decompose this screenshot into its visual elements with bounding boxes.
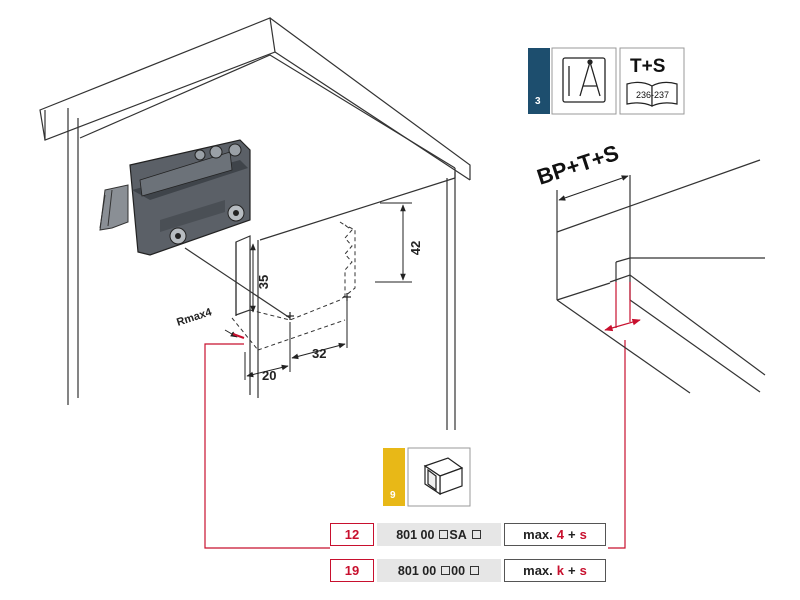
article-code-cell: 801 00 00 [377,559,501,582]
quantity-cell: 19 [330,559,374,582]
table-row: 12 801 00 SA max. 4 + s [330,523,606,546]
offset-marker [604,282,641,332]
fixing-points [286,293,351,320]
max-value-a: 4 [556,527,565,542]
placeholder-box-icon [441,566,451,575]
badge-9-number: 9 [390,490,396,501]
placeholder-box-icon [470,566,480,575]
bracket-part-icon [423,457,464,496]
mounting-bracket-icon [99,139,251,256]
max-label: max. [523,527,553,542]
badge-3-bar [528,48,550,114]
part-badge: 9 [383,447,471,507]
plus-sign: + [568,527,576,542]
radius-marker [224,329,245,339]
placeholder-box-icon [439,530,449,539]
quantity-cell: 12 [330,523,374,546]
max-value-a: k [556,563,565,578]
max-value-b: s [579,527,587,542]
placeholder-box-icon [471,530,481,539]
plus-sign: + [568,563,576,578]
book-icon [626,81,678,107]
max-cell: max. 4 + s [504,523,606,546]
badge-3-number: 3 [535,96,541,107]
dimension-35-label: 35 [256,275,271,289]
dimension-20-label: 20 [262,368,276,383]
dimension-32-label: 32 [312,346,326,361]
max-cell: max. k + s [504,559,606,582]
code-suffix: 00 [451,563,466,578]
dimension-20 [244,352,291,380]
leader-lines [204,340,626,549]
dimension-32 [289,301,348,362]
rmax-label: Rmax4 [175,306,214,329]
cabinet-right [556,159,766,394]
bpts-dimension [558,175,629,201]
drawer-outline-dashed [231,221,356,351]
dimension-42-label: 42 [408,241,423,255]
code-prefix: 801 00 [396,527,435,542]
code-prefix: 801 00 [397,563,437,578]
max-label: max. [523,563,553,578]
badge-9-bar [383,448,405,506]
code-suffix: SA [449,527,467,542]
table-row: 19 801 00 00 max. k + s [330,559,606,582]
book-title: T+S [630,56,665,77]
dimension-42 [375,202,412,283]
drafting-compass-icon [562,57,606,103]
article-code-cell: 801 00 SA [377,523,501,546]
max-value-b: s [579,563,587,578]
book-pages: 236-237 [636,90,669,100]
reference-badge: 3 T+S 236-237 [528,47,685,115]
